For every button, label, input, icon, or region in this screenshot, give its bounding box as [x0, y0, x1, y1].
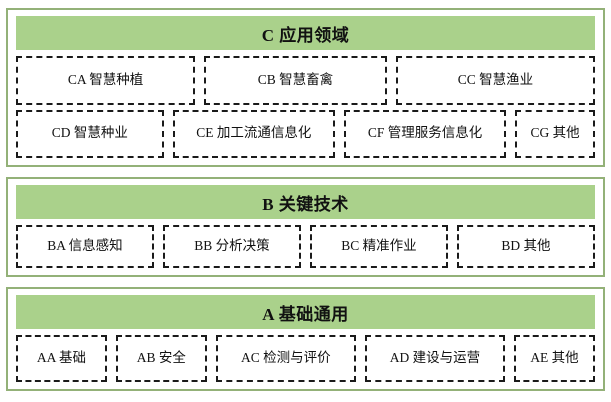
section-c-row-2: CD 智慧种业 CE 加工流通信息化 CF 管理服务信息化 CG 其他: [16, 109, 595, 158]
node-ad[interactable]: AD 建设与运营: [364, 335, 505, 382]
node-ae[interactable]: AE 其他: [514, 335, 595, 382]
section-a-foundation-general: A 基础通用 AA 基础 AB 安全 AC 检测与评价 AD 建设与运营 AE …: [6, 287, 605, 391]
node-ac[interactable]: AC 检测与评价: [215, 335, 356, 382]
section-c-application-domains: C 应用领域 CA 智慧种植 CB 智慧畜禽 CC 智慧渔业 CD 智慧种业 C…: [6, 8, 605, 167]
node-ba[interactable]: BA 信息感知: [16, 225, 154, 268]
node-cc[interactable]: CC 智慧渔业: [395, 56, 596, 105]
node-cg[interactable]: CG 其他: [515, 109, 595, 158]
node-bd[interactable]: BD 其他: [457, 225, 595, 268]
node-cd[interactable]: CD 智慧种业: [16, 109, 164, 158]
section-a-header: A 基础通用: [16, 295, 595, 329]
node-ab[interactable]: AB 安全: [115, 335, 207, 382]
section-b-key-technologies: B 关键技术 BA 信息感知 BB 分析决策 BC 精准作业 BD 其他: [6, 177, 605, 277]
section-c-row-1: CA 智慧种植 CB 智慧畜禽 CC 智慧渔业: [16, 56, 596, 105]
section-a-row-1: AA 基础 AB 安全 AC 检测与评价 AD 建设与运营 AE 其他: [16, 335, 595, 382]
node-cb[interactable]: CB 智慧畜禽: [204, 56, 387, 105]
section-b-header: B 关键技术: [16, 185, 595, 219]
section-b-row-1: BA 信息感知 BB 分析决策 BC 精准作业 BD 其他: [16, 225, 595, 268]
node-ca[interactable]: CA 智慧种植: [16, 56, 196, 105]
node-bc[interactable]: BC 精准作业: [310, 225, 448, 268]
section-c-header: C 应用领域: [16, 16, 595, 50]
node-cf[interactable]: CF 管理服务信息化: [343, 109, 507, 158]
node-bb[interactable]: BB 分析决策: [163, 225, 301, 268]
node-ce[interactable]: CE 加工流通信息化: [172, 109, 335, 158]
node-aa[interactable]: AA 基础: [16, 335, 107, 382]
